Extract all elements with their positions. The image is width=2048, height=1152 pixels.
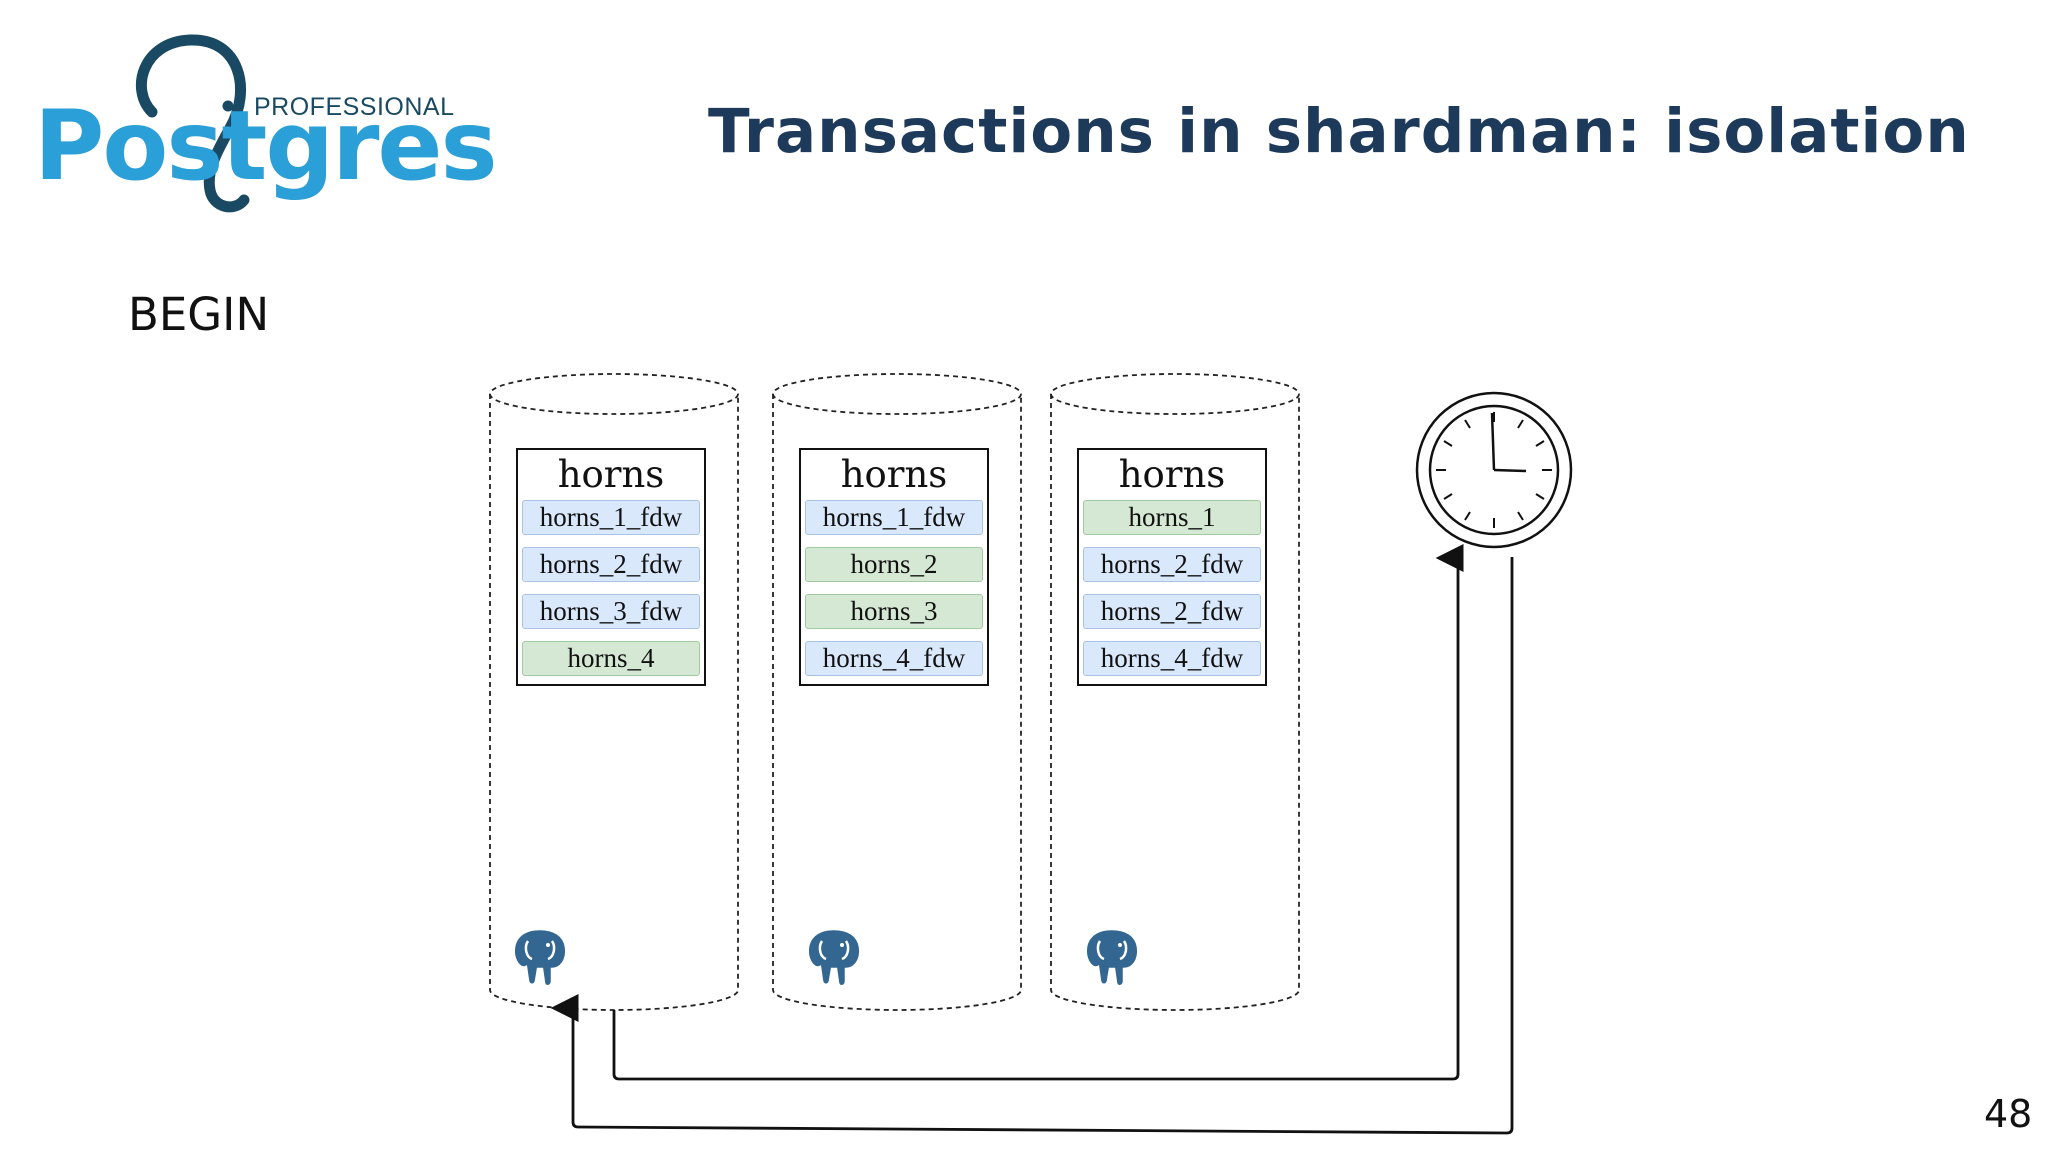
shard-1-table: horns horns_1_fdw horns_2_fdw horns_3_fd… [516,448,706,686]
table-row: horns_2_fdw [1083,594,1261,629]
table-row: horns_1_fdw [522,500,700,535]
postgresql-elephant-icon [1084,927,1140,988]
elephant-trunk-icon [135,34,250,213]
table-row: horns_2_fdw [522,547,700,582]
logo-subtitle: PROFESSIONAL [254,93,455,121]
response-arrow [550,557,1514,1135]
table-row: horns_2_fdw [1083,547,1261,582]
postgres-professional-logo: PROFESSIONAL Postgres [30,30,498,220]
table-title: horns [840,453,948,496]
table-row: horns_3 [805,594,983,629]
slide-title: Transactions in shardman: isolation [708,96,1970,167]
logo-wordmark: Postgres [34,90,498,202]
shard-2-table: horns horns_1_fdw horns_2 horns_3 horns_… [799,448,989,686]
table-row: horns_1_fdw [805,500,983,535]
table-title: horns [1118,453,1226,496]
begin-label: BEGIN [128,288,270,341]
table-row: horns_2 [805,547,983,582]
clock-icon [1415,391,1573,549]
table-row: horns_3_fdw [522,594,700,629]
table-title: horns [557,453,665,496]
table-row: horns_4 [522,641,700,676]
shard-cylinder-3 [1050,373,1300,1011]
shard-3-table: horns horns_1 horns_2_fdw horns_2_fdw ho… [1077,448,1267,686]
request-arrow [612,544,1464,1081]
table-row: horns_4_fdw [1083,641,1261,676]
page-number: 48 [1984,1092,2033,1136]
table-row: horns_4_fdw [805,641,983,676]
table-row: horns_1 [1083,500,1261,535]
shard-cylinder-2 [772,373,1022,1011]
postgresql-elephant-icon [512,927,568,988]
postgresql-elephant-icon [806,927,862,988]
